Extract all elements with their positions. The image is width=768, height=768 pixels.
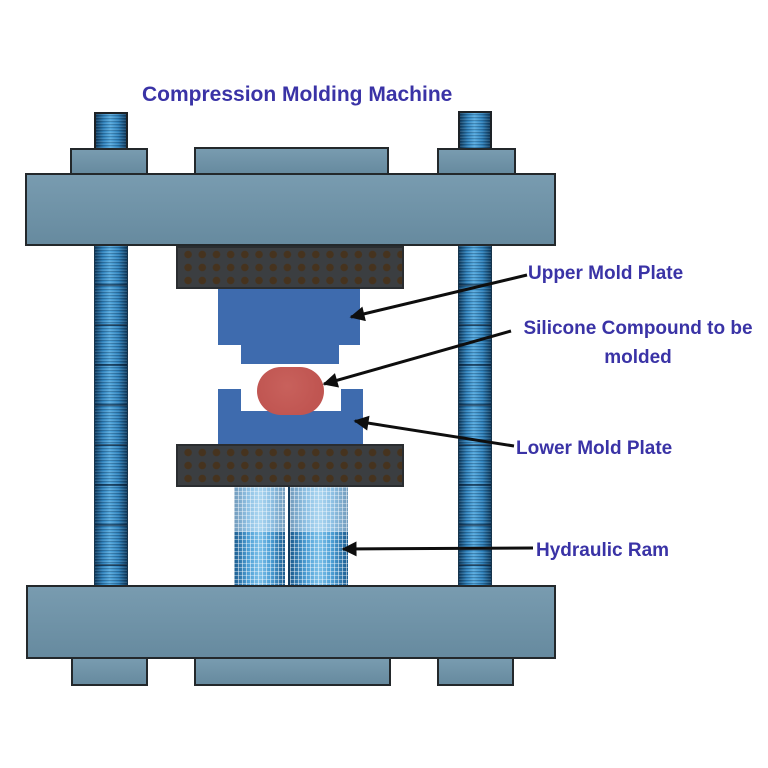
arrow-silicone-compound xyxy=(322,329,512,388)
top-right-nut xyxy=(437,148,516,175)
bottom-right-foot xyxy=(437,657,514,686)
bottom-crossbeam xyxy=(26,585,556,659)
ram-sheen xyxy=(234,487,285,533)
label-silicone-compound: Silicone Compound to be molded xyxy=(523,318,753,368)
right-bolt xyxy=(458,111,492,150)
silicone-compound xyxy=(257,367,324,415)
diagram-title: Compression Molding Machine xyxy=(142,83,453,106)
top-left-nut xyxy=(70,148,148,175)
lower-mold-plate-left-wall xyxy=(218,389,241,414)
ram-sheen xyxy=(290,487,348,533)
label-hydraulic-ram: Hydraulic Ram xyxy=(536,540,670,561)
ram-cylinder-left xyxy=(234,487,285,588)
lower-mold-plate-right-wall xyxy=(341,389,363,414)
label-lower-mold-plate: Lower Mold Plate xyxy=(516,438,673,459)
right-tie-rod-column xyxy=(458,245,492,589)
ram-cylinder-right xyxy=(288,487,348,588)
top-crossbeam xyxy=(25,173,556,246)
upper-heated-platen xyxy=(176,246,404,289)
lower-heated-platen xyxy=(176,444,404,487)
hydraulic-ram xyxy=(234,487,348,588)
upper-mold-plate-tier xyxy=(241,344,339,364)
left-tie-rod-column xyxy=(94,245,128,589)
arrow-lower-mold-plate xyxy=(353,415,515,448)
bottom-left-foot xyxy=(71,657,148,686)
upper-mold-plate-body xyxy=(218,288,360,345)
lower-mold-plate-base xyxy=(218,411,363,444)
label-upper-mold-plate: Upper Mold Plate xyxy=(528,263,684,284)
arrow-upper-mold-plate xyxy=(349,273,528,322)
arrow-hydraulic-ram xyxy=(341,541,534,557)
